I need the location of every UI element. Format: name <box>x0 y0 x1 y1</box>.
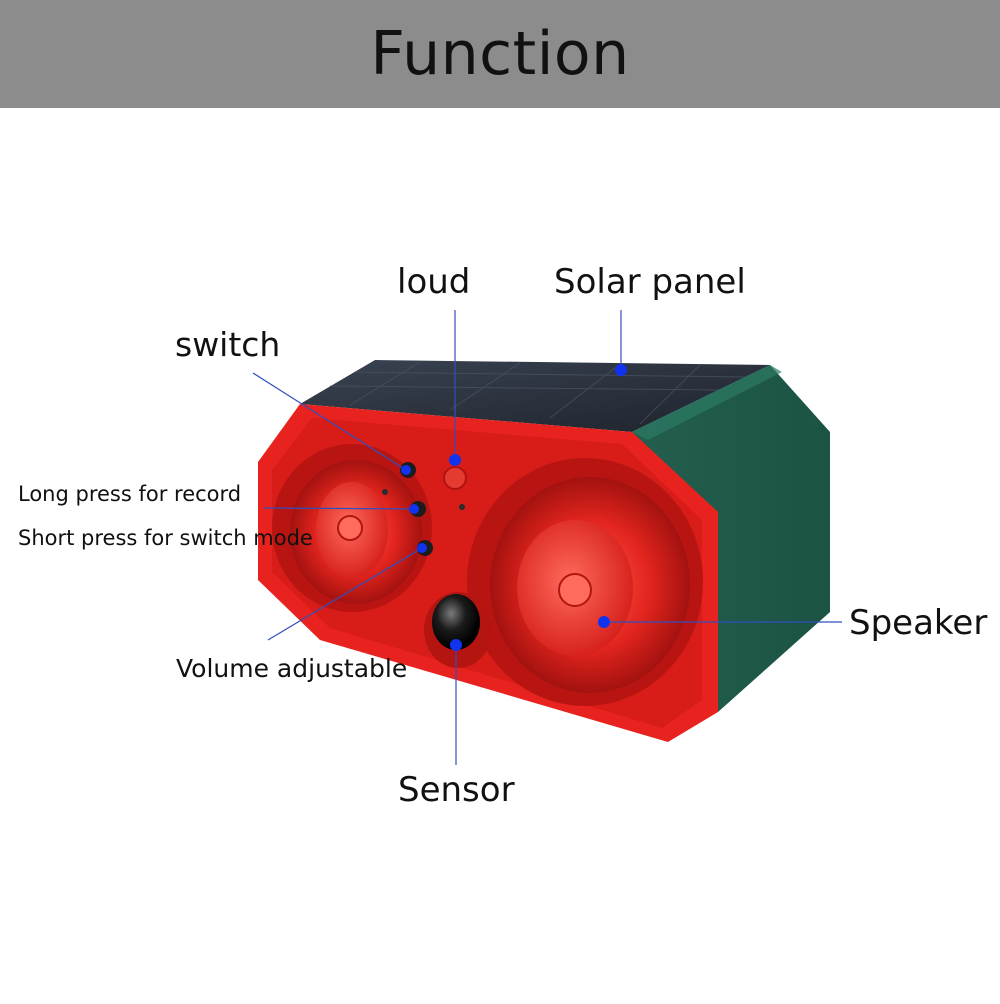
marker-record <box>409 504 419 514</box>
marker-dots <box>401 364 627 651</box>
label-sensor: Sensor <box>398 770 515 810</box>
label-volume: Volume adjustable <box>176 654 408 683</box>
page-title: Function <box>370 19 630 89</box>
marker-volume <box>417 543 427 553</box>
label-switch: switch <box>175 325 281 364</box>
label-short-press: Short press for switch mode <box>18 526 313 550</box>
marker-speaker <box>598 616 610 628</box>
marker-solar <box>615 364 627 376</box>
device-side <box>632 365 830 712</box>
right-speaker <box>467 458 703 706</box>
pir-sensor <box>424 592 492 668</box>
device-side-edge <box>632 365 782 440</box>
label-solar-panel: Solar panel <box>554 262 746 302</box>
header-bar: Function <box>0 0 1000 108</box>
solar-panel-grid <box>329 361 746 425</box>
label-speaker: Speaker <box>849 603 988 643</box>
label-loud: loud <box>397 262 471 302</box>
marker-switch <box>401 465 411 475</box>
marker-loud <box>449 454 461 466</box>
solar-panel-surface <box>300 360 770 432</box>
marker-sensor <box>450 639 462 651</box>
label-long-press: Long press for record <box>18 482 242 506</box>
leader-lines <box>252 310 842 765</box>
